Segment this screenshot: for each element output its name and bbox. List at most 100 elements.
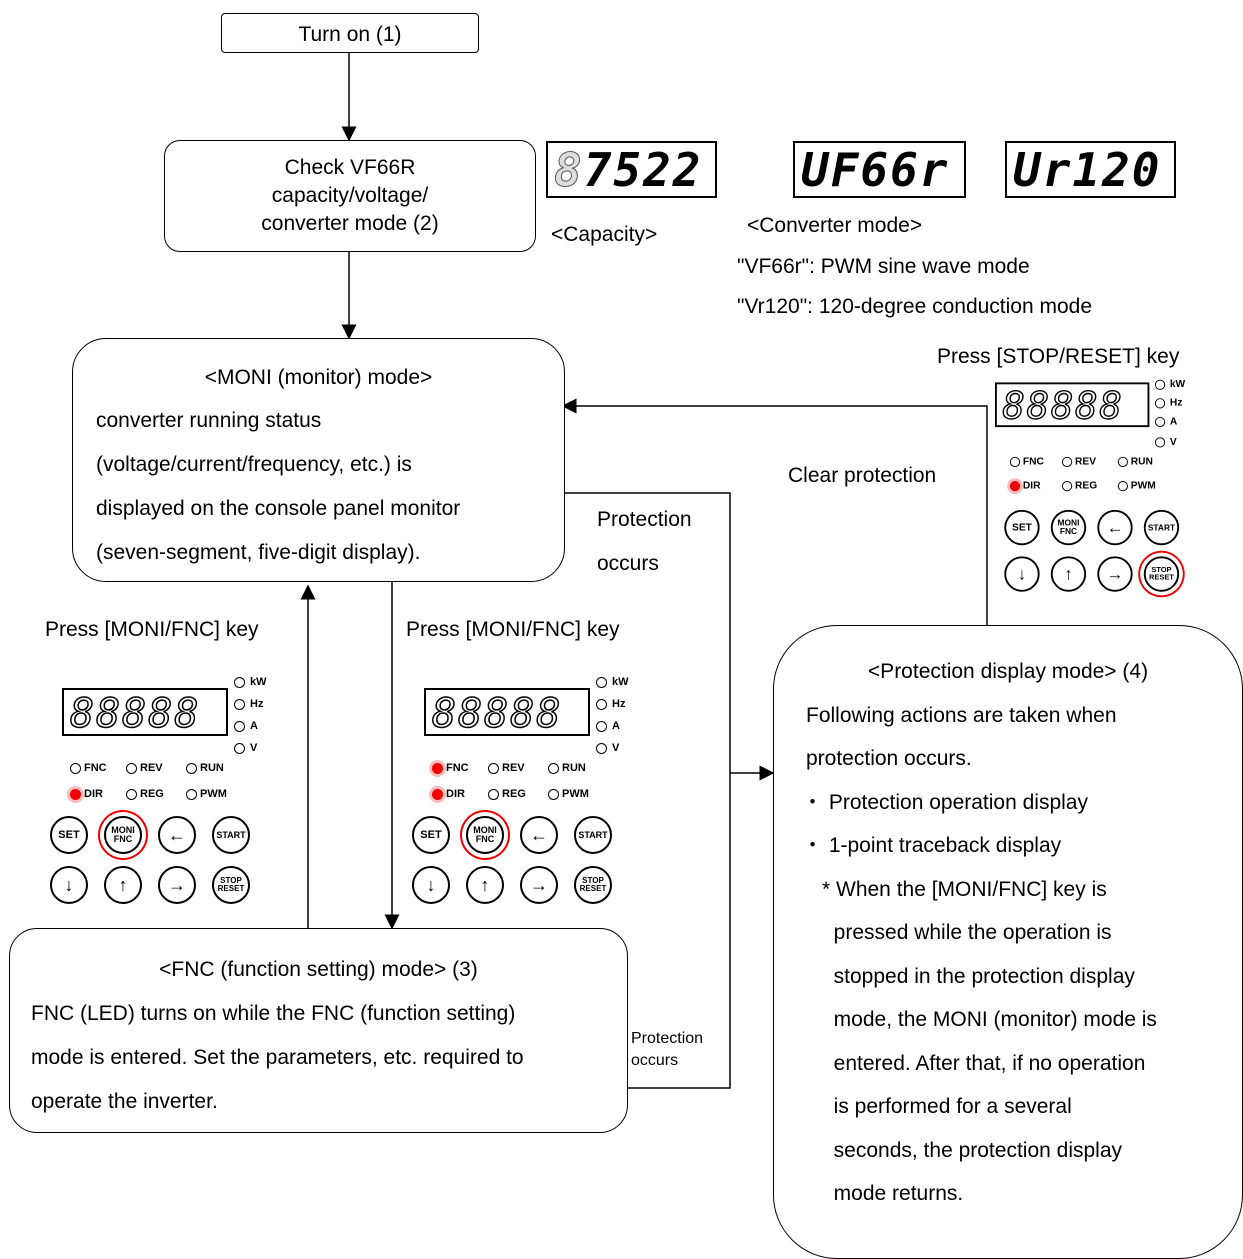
fnc-line-1: FNC (LED) turns on while the FNC (functi… xyxy=(31,1002,516,1025)
led-pwm: PWM xyxy=(1117,480,1156,491)
converter-digits-1: UF66r xyxy=(801,143,950,197)
converter-mode-line-1: "VF66r": PWM sine wave mode xyxy=(737,255,1030,278)
fnc-title: <FNC (function setting) mode> (3) xyxy=(159,958,478,981)
protection-small-2: occurs xyxy=(631,1052,679,1069)
prot-line-12: mode returns. xyxy=(822,1182,964,1205)
unit-kw: kW xyxy=(1154,379,1185,390)
up-arrow-key[interactable]: ↑ xyxy=(466,866,504,904)
up-arrow-key[interactable]: ↑ xyxy=(1050,556,1087,592)
led-dir: DIR xyxy=(432,788,465,800)
capacity-digits: 7522 xyxy=(583,143,703,197)
stop-reset-key[interactable]: STOP RESET xyxy=(1143,556,1180,592)
led-rev: REV xyxy=(488,762,525,774)
led-dir: DIR xyxy=(70,788,103,800)
converter-mode-line-2: "Vr120": 120-degree conduction mode xyxy=(737,295,1093,318)
panel-display: 88888 xyxy=(62,688,228,736)
unit-v: V xyxy=(234,742,257,754)
clear-protection-label: Clear protection xyxy=(788,464,937,487)
led-fnc: FNC xyxy=(1009,456,1044,467)
press-moni-left-label: Press [MONI/FNC] key xyxy=(45,618,259,641)
stop-reset-key[interactable]: STOP RESET xyxy=(574,866,612,904)
protection-occurs-label-1: Protection xyxy=(597,508,692,531)
led-run: RUN xyxy=(186,762,224,774)
set-key[interactable]: SET xyxy=(1004,509,1040,546)
unit-kw: kW xyxy=(234,676,267,688)
led-fnc: FNC xyxy=(70,762,107,774)
unit-v: V xyxy=(596,742,619,754)
start-key[interactable]: START xyxy=(574,816,612,854)
protection-small-1: Protection xyxy=(631,1030,704,1047)
moni-fnc-key[interactable]: MONI FNC xyxy=(1050,509,1087,546)
led-reg: REG xyxy=(126,788,164,800)
unit-a: A xyxy=(1154,416,1177,427)
down-arrow-key[interactable]: ↓ xyxy=(412,866,450,904)
prot-line-6: pressed while the operation is xyxy=(822,921,1112,944)
prot-line-7: stopped in the protection display xyxy=(822,965,1135,988)
down-arrow-key[interactable]: ↓ xyxy=(1004,556,1040,592)
moni-line-3: displayed on the console panel monitor xyxy=(96,497,461,520)
led-rev: REV xyxy=(126,762,163,774)
led-pwm: PWM xyxy=(186,788,227,800)
prot-line-2: protection occurs. xyxy=(806,747,972,770)
moni-line-1: converter running status xyxy=(96,409,322,432)
converter-display-1: UF66r xyxy=(793,141,966,198)
press-stop-reset-label: Press [STOP/RESET] key xyxy=(937,345,1180,368)
prot-line-4: ・ 1-point traceback display xyxy=(802,834,1062,857)
moni-line-2: (voltage/current/frequency, etc.) is xyxy=(96,453,412,476)
console-panel-mid: 88888 kW Hz A V FNC REV RUN DIR REG PWM … xyxy=(412,670,684,905)
right-arrow-key[interactable]: → xyxy=(158,866,196,904)
down-arrow-key[interactable]: ↓ xyxy=(50,866,88,904)
console-panel-stop: 88888 kW Hz A V FNC REV RUN DIR REG PWM … xyxy=(995,375,1237,594)
check-line-2: capacity/voltage/ xyxy=(271,184,429,207)
moni-line-4: (seven-segment, five-digit display). xyxy=(96,541,421,564)
moni-fnc-key[interactable]: MONI FNC xyxy=(104,816,142,854)
prot-title: <Protection display mode> (4) xyxy=(867,660,1149,683)
check-line-1: Check VF66R xyxy=(284,156,416,179)
unit-a: A xyxy=(234,720,258,732)
moni-mode-box: <MONI (monitor) mode> converter running … xyxy=(72,338,565,582)
prot-line-3: ・ Protection operation display xyxy=(802,791,1088,814)
unit-a: A xyxy=(596,720,620,732)
turn-on-box: Turn on (1) xyxy=(221,13,479,53)
prot-line-10: is performed for a several xyxy=(822,1095,1072,1118)
led-rev: REV xyxy=(1061,456,1096,467)
led-reg: REG xyxy=(488,788,526,800)
left-arrow-key[interactable]: ← xyxy=(520,816,558,854)
console-panel-left: 88888 kW Hz A V FNC REV RUN DIR REG PWM … xyxy=(50,670,322,905)
unit-hz: Hz xyxy=(596,698,625,710)
start-key[interactable]: START xyxy=(1143,509,1180,546)
unit-kw: kW xyxy=(596,676,629,688)
converter-mode-label: <Converter mode> xyxy=(747,214,923,237)
panel-display: 88888 xyxy=(424,688,590,736)
left-arrow-key[interactable]: ← xyxy=(158,816,196,854)
prot-line-5: * When the [MONI/FNC] key is xyxy=(822,878,1107,901)
up-arrow-key[interactable]: ↑ xyxy=(104,866,142,904)
led-run: RUN xyxy=(1117,456,1153,467)
right-arrow-key[interactable]: → xyxy=(520,866,558,904)
prot-line-1: Following actions are taken when xyxy=(806,704,1117,727)
moni-title: <MONI (monitor) mode> xyxy=(204,366,433,389)
led-reg: REG xyxy=(1061,480,1097,491)
moni-fnc-key[interactable]: MONI FNC xyxy=(466,816,504,854)
led-fnc: FNC xyxy=(432,762,469,774)
unit-v: V xyxy=(1154,436,1177,448)
right-arrow-key[interactable]: → xyxy=(1097,556,1133,592)
prot-line-11: seconds, the protection display xyxy=(822,1139,1123,1162)
turn-on-label: Turn on (1) xyxy=(298,23,402,46)
stop-reset-key[interactable]: STOP RESET xyxy=(212,866,250,904)
fnc-line-3: operate the inverter. xyxy=(31,1090,218,1113)
protection-occurs-label-2: occurs xyxy=(597,552,659,575)
prot-line-9: entered. After that, if no operation xyxy=(822,1052,1146,1075)
set-key[interactable]: SET xyxy=(412,816,450,854)
start-key[interactable]: START xyxy=(212,816,250,854)
led-pwm: PWM xyxy=(548,788,589,800)
unit-hz: Hz xyxy=(234,698,263,710)
check-line-3: converter mode (2) xyxy=(261,212,439,235)
led-run: RUN xyxy=(548,762,586,774)
panel-display: 88888 xyxy=(995,382,1150,428)
fnc-line-2: mode is entered. Set the parameters, etc… xyxy=(31,1046,524,1069)
unit-hz: Hz xyxy=(1154,397,1182,408)
set-key[interactable]: SET xyxy=(50,816,88,854)
left-arrow-key[interactable]: ← xyxy=(1097,509,1133,546)
